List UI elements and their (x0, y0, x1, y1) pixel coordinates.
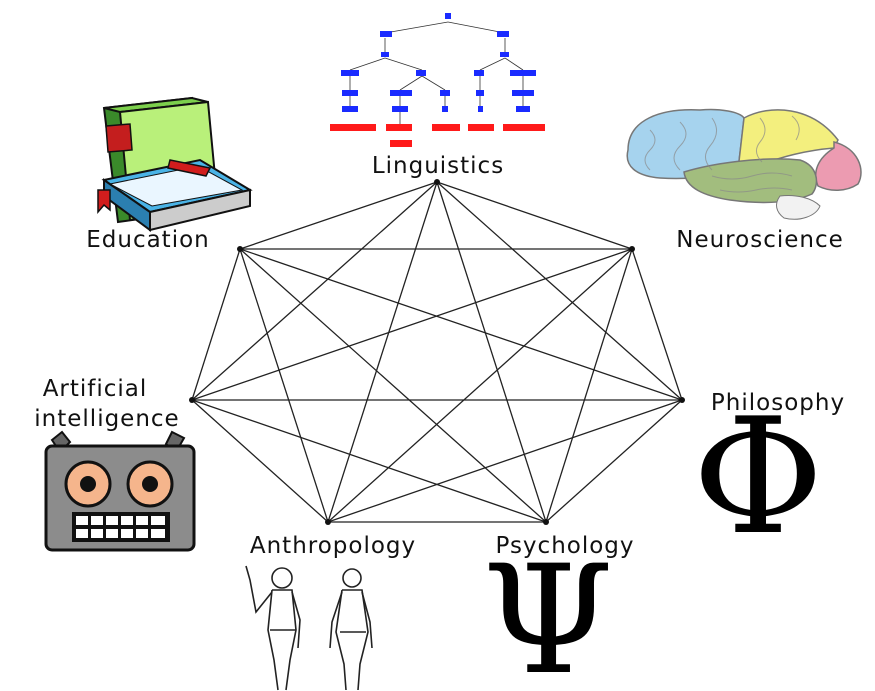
edge-neuroscience-anthropology (327, 248, 633, 523)
edge-philosophy-anthropology (327, 399, 683, 523)
node-dot-education (237, 246, 243, 252)
label-philosophy: Philosophy (711, 390, 845, 416)
edge-neuroscience-ai (191, 248, 633, 401)
label-psychology: Psychology (495, 533, 634, 559)
label-neuroscience: Neuroscience (676, 227, 844, 253)
node-dot-ai (189, 397, 195, 403)
edge-neuroscience-philosophy (631, 248, 683, 401)
label-ai-line2: intelligence (34, 406, 179, 432)
label-anthropology: Anthropology (250, 533, 416, 559)
edge-linguistics-neuroscience (436, 181, 633, 250)
edges-group (191, 181, 683, 523)
svg-text:Ψ: Ψ (482, 534, 614, 691)
phi-symbol-icon: Φ (692, 383, 823, 570)
edge-linguistics-education (239, 181, 438, 250)
edge-neuroscience-psychology (545, 248, 633, 523)
edge-linguistics-philosophy (436, 181, 683, 401)
robot-icon (44, 430, 196, 552)
node-dot-linguistics (434, 179, 440, 185)
svg-text:Φ: Φ (692, 383, 823, 570)
edge-psychology-education (239, 248, 547, 523)
edge-ai-education (191, 248, 241, 401)
books-icon (97, 96, 253, 232)
label-education: Education (86, 227, 210, 253)
edge-anthropology-ai (191, 399, 329, 523)
label-linguistics: Linguistics (372, 153, 504, 179)
syntax-tree-icon (330, 13, 545, 147)
edge-linguistics-anthropology (327, 181, 438, 523)
node-dot-philosophy (679, 397, 685, 403)
brain-icon (626, 108, 862, 220)
edge-linguistics-psychology (436, 181, 547, 523)
edge-philosophy-education (239, 248, 683, 401)
label-ai-line1: Artificial (43, 376, 148, 402)
edge-linguistics-ai (191, 181, 438, 401)
edge-philosophy-psychology (545, 399, 683, 523)
node-dot-anthropology (325, 519, 331, 525)
node-dot-neuroscience (629, 246, 635, 252)
edge-anthropology-education (239, 248, 329, 523)
node-dots-group (189, 179, 685, 525)
node-dot-psychology (543, 519, 549, 525)
edge-psychology-ai (191, 399, 547, 523)
human-figures-icon (245, 565, 373, 691)
psi-symbol-icon: Ψ (482, 534, 614, 691)
